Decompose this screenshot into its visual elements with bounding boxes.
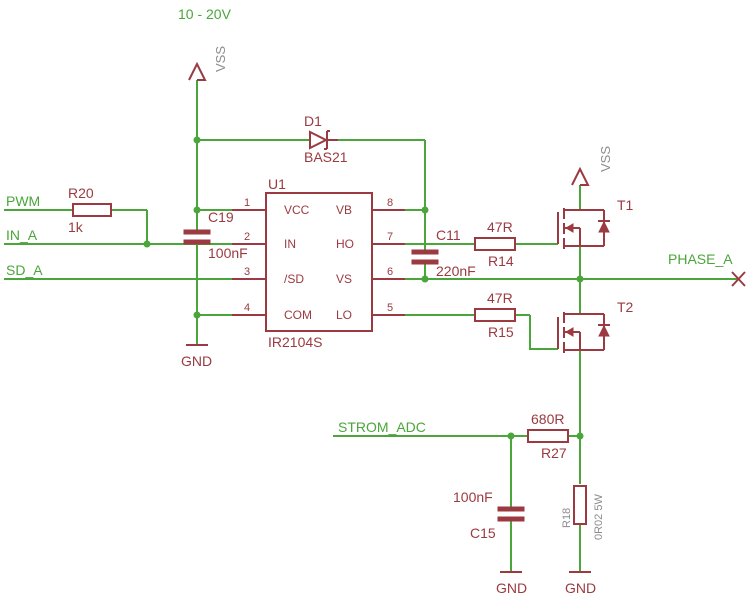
- r27-value: 680R: [531, 411, 564, 427]
- vss-left-label: VSS: [213, 46, 228, 72]
- wire-r15-to-t2: [529, 315, 558, 350]
- diode-d1: D1 BAS21: [304, 113, 348, 165]
- gnd-c19-label: GND: [181, 353, 212, 369]
- capacitor-plate-icon: [497, 516, 525, 522]
- capacitor-plate-icon: [497, 506, 525, 512]
- resistor-r18: R18 0R02 5W: [561, 485, 605, 540]
- net-label-phase-a: PHASE_A: [668, 251, 733, 267]
- capacitor-c19: C19 100nF: [183, 209, 248, 261]
- phase-a-connector-icon: [731, 271, 746, 287]
- r18-ref: R18: [561, 508, 573, 528]
- r18-value: 0R02 5W: [593, 494, 605, 540]
- r20-value: 1k: [68, 219, 84, 235]
- net-label-sd-a: SD_A: [6, 262, 43, 278]
- junction-pin4: [193, 311, 201, 319]
- u1-pin-number: 2: [244, 231, 250, 243]
- capacitor-plate-icon: [183, 229, 211, 235]
- resistor-body-icon: [474, 237, 516, 251]
- u1-pin-name: VCC: [284, 203, 310, 217]
- u1-pin-name: VS: [336, 272, 352, 286]
- resistor-r15: 47R R15: [474, 290, 516, 340]
- resistor-body-icon: [573, 485, 587, 525]
- diode-triangle-icon: [309, 130, 329, 150]
- vss-symbol-left: VSS: [188, 46, 228, 81]
- t1-ref: T1: [617, 197, 634, 213]
- r15-ref: R15: [488, 324, 514, 340]
- body-diode-icon: [598, 324, 610, 337]
- c19-ref: C19: [208, 209, 234, 225]
- vss-symbol-right: VSS: [571, 146, 613, 186]
- mosfet-arrow-icon: [564, 327, 574, 337]
- junction-in-a: [143, 240, 151, 248]
- u1-pin-name: IN: [284, 237, 296, 251]
- u1-ref: U1: [268, 176, 286, 192]
- resistor-r20: R20 1k: [68, 185, 112, 235]
- junction-vss-d1: [193, 136, 201, 144]
- r20-ref: R20: [68, 185, 94, 201]
- c11-ref: C11: [436, 227, 461, 243]
- r14-ref: R14: [488, 253, 514, 269]
- net-label-pwm: PWM: [6, 193, 40, 209]
- c11-value: 220nF: [436, 263, 476, 279]
- resistor-body-icon: [527, 429, 569, 443]
- resistor-r14: 47R R14: [474, 219, 516, 269]
- junctions: [143, 136, 584, 440]
- vss-arrow-icon: [571, 166, 590, 186]
- gnd-symbol-r18: GND: [565, 571, 596, 596]
- d1-ref: D1: [304, 113, 322, 129]
- u1-pin-number: 6: [387, 266, 393, 278]
- t2-ref: T2: [617, 299, 634, 315]
- u1-pin-number: 7: [387, 231, 393, 243]
- mosfet-t2: T2: [557, 299, 634, 353]
- u1-pin-number: 1: [244, 197, 250, 209]
- c15-value: 100nF: [453, 489, 493, 505]
- junction-strom-c15: [507, 432, 515, 440]
- net-label-in-a: IN_A: [6, 227, 38, 243]
- junction-pin8: [421, 206, 429, 214]
- junction-pin1: [193, 206, 201, 214]
- capacitor-c11: C11 220nF: [411, 227, 476, 279]
- c15-ref: C15: [470, 525, 496, 541]
- gnd-symbol-c15: GND: [496, 571, 527, 596]
- u1-pin-number: 4: [244, 302, 250, 314]
- junction-pin6: [421, 275, 429, 283]
- mosfet-t1: T1: [557, 197, 634, 249]
- u1-pin-name: COM: [284, 308, 312, 322]
- vss-right-label: VSS: [598, 146, 613, 172]
- resistor-body-icon: [72, 203, 112, 217]
- u1-pin-number: 3: [244, 266, 250, 278]
- u1-pin-number: 5: [387, 302, 393, 314]
- supply-voltage-label: 10 - 20V: [178, 6, 232, 22]
- resistor-body-icon: [474, 308, 516, 322]
- junction-phase: [576, 275, 584, 283]
- u1-pin-name: /SD: [284, 272, 304, 286]
- gnd-c15-label: GND: [496, 580, 527, 596]
- vss-arrow-icon: [188, 61, 207, 81]
- gnd-symbol-c19: GND: [181, 344, 212, 369]
- u1-pin-name: LO: [336, 308, 352, 322]
- ic-body: [265, 192, 373, 332]
- u1-pin-name: HO: [336, 237, 354, 251]
- capacitor-plate-icon: [411, 259, 439, 265]
- u1-value: IR2104S: [268, 334, 322, 350]
- r14-value: 47R: [487, 219, 513, 235]
- mosfet-arrow-icon: [564, 223, 574, 233]
- cross-icon: [731, 271, 746, 287]
- gnd-r18-label: GND: [565, 580, 596, 596]
- junction-shunt-top: [576, 432, 584, 440]
- u1-pin-name: VB: [336, 203, 352, 217]
- r27-ref: R27: [541, 445, 567, 461]
- u1-pin-number: 8: [387, 197, 393, 209]
- c19-value: 100nF: [208, 245, 248, 261]
- capacitor-c15: 100nF C15: [453, 489, 525, 541]
- resistor-r27: 680R R27: [527, 411, 569, 461]
- d1-value: BAS21: [304, 149, 348, 165]
- net-label-strom-adc: STROM_ADC: [338, 419, 426, 435]
- ic-u1: U1 IR2104S 1 2 3 4 VCC IN /SD COM 8 7 6 …: [232, 176, 405, 350]
- capacitor-plate-icon: [411, 249, 439, 255]
- body-diode-icon: [598, 220, 610, 233]
- capacitor-plate-icon: [183, 239, 211, 245]
- r15-value: 47R: [487, 290, 513, 306]
